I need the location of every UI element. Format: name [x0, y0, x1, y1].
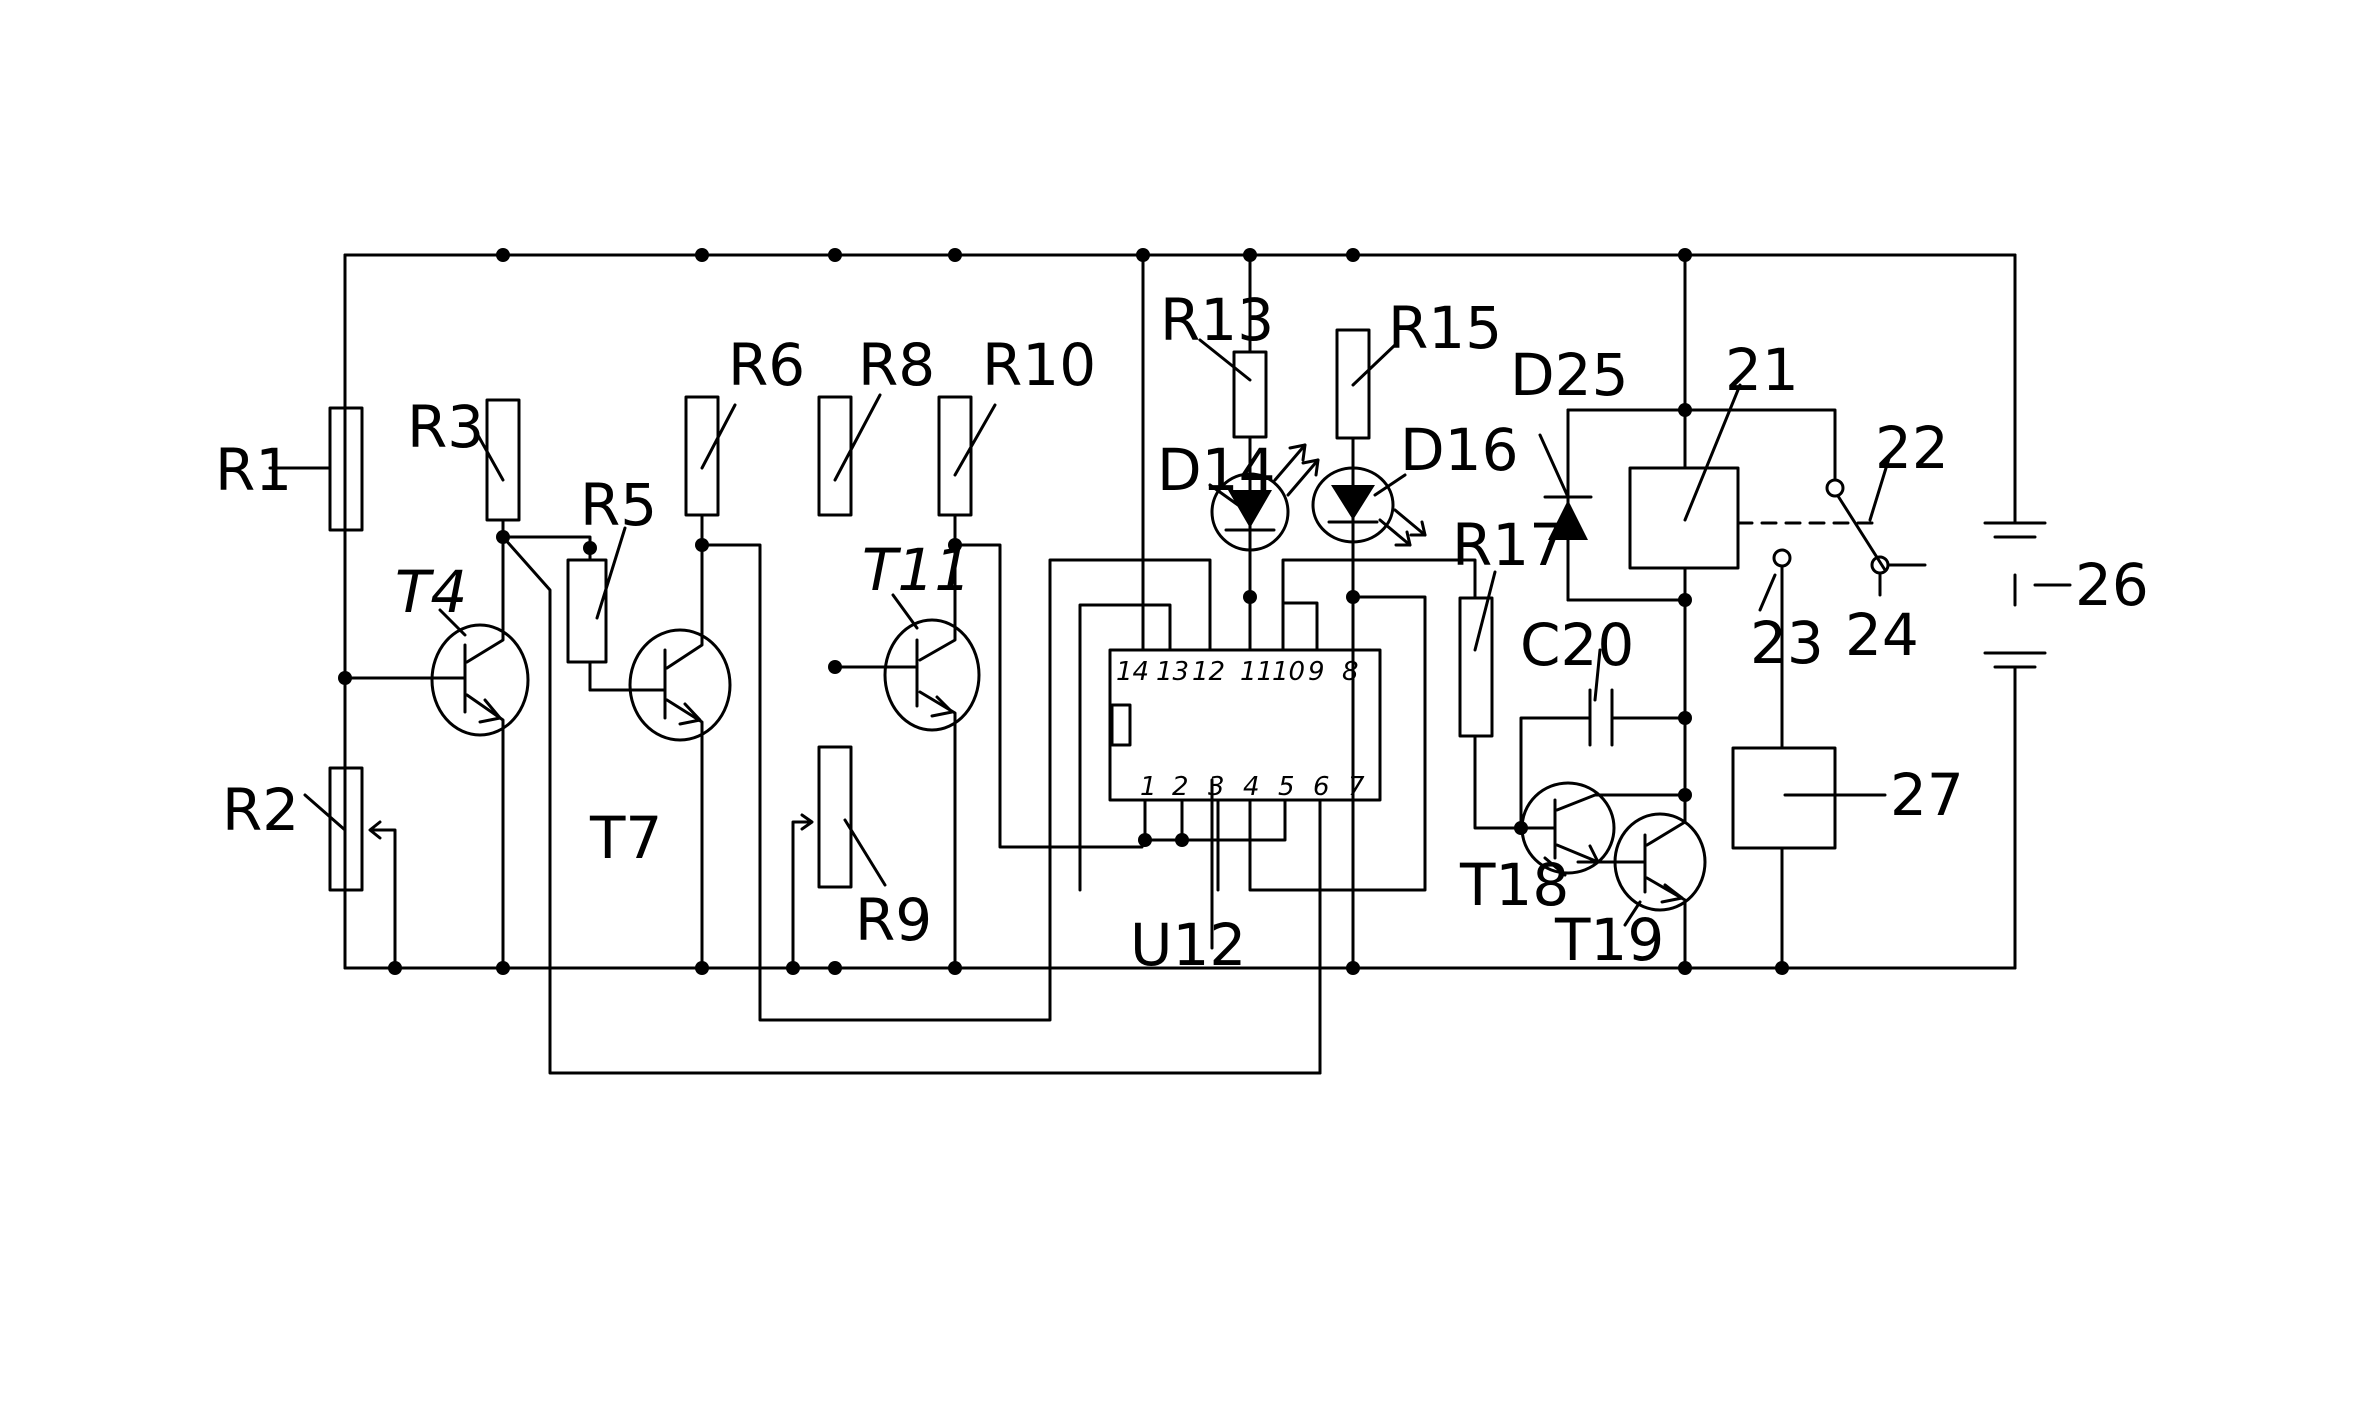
transistor-t18: T18 [1459, 781, 1687, 919]
switch-contacts: 22 24 23 [1750, 414, 1949, 750]
label-r15: R15 [1388, 294, 1502, 362]
ic-pin-7: 7 [1348, 772, 1365, 802]
signal-wiring [501, 253, 1477, 1075]
label-d25: D25 [1510, 341, 1628, 409]
load-27: 27 [1731, 746, 1964, 970]
potentiometer-r9: R9 [791, 745, 932, 970]
label-r6: R6 [728, 331, 805, 399]
ic-pin-3: 3 [1208, 772, 1225, 802]
label-t11: T11 [862, 536, 971, 604]
resistor-r5: R5 [501, 471, 657, 692]
transistor-t11: T11 [833, 513, 981, 970]
label-u12: U12 [1130, 911, 1246, 979]
ic-pin-11: 11 [1240, 657, 1273, 687]
label-d14: D14 [1157, 436, 1275, 504]
ic-pin-9: 9 [1308, 657, 1325, 687]
ic-pin-4: 4 [1243, 772, 1260, 802]
transistor-t7: T7 [588, 513, 732, 970]
potentiometer-r2: R2 [222, 766, 397, 970]
ic-pin-8: 8 [1342, 657, 1359, 687]
label-r1: R1 [215, 436, 292, 504]
ic-pin-12: 12 [1192, 657, 1225, 687]
label-24: 24 [1845, 601, 1919, 669]
label-c20: C20 [1520, 611, 1634, 679]
relay-coil-21: 21 [1628, 336, 1877, 570]
ic-pin-1: 1 [1140, 772, 1157, 802]
led-d14: D14 [1157, 436, 1320, 652]
label-d16: D16 [1400, 416, 1518, 484]
transistor-t4: T4 [343, 518, 530, 970]
resistor-r15: R15 [1335, 294, 1502, 472]
label-t18: T18 [1459, 851, 1569, 919]
ic-u12: 14 13 12 11 10 9 8 1 2 3 4 5 6 7 U12 [1108, 648, 1382, 979]
transistor-t19: T19 [1554, 793, 1707, 974]
ic-pin-2: 2 [1172, 772, 1189, 802]
label-r8: R8 [858, 331, 935, 399]
label-t19: T19 [1554, 906, 1664, 974]
label-27: 27 [1890, 761, 1964, 829]
resistor-r3: R3 [407, 393, 521, 522]
diode-d25: D25 [1510, 341, 1628, 540]
ic-pin-13: 13 [1156, 657, 1189, 687]
capacitor-c20: C20 [1519, 611, 1687, 830]
label-22: 22 [1875, 414, 1949, 482]
label-r17: R17 [1452, 511, 1566, 579]
label-t7: T7 [589, 804, 662, 872]
label-r3: R3 [407, 393, 484, 461]
ic-pin-10: 10 [1272, 657, 1305, 687]
label-23: 23 [1750, 609, 1824, 677]
resistor-r1: R1 [215, 406, 364, 532]
resistor-r10: R10 [937, 331, 1096, 517]
label-r2: R2 [222, 776, 299, 844]
label-r9: R9 [855, 886, 932, 954]
ic-pin-5: 5 [1278, 772, 1295, 802]
resistor-r17: R17 [1452, 511, 1566, 830]
label-26: 26 [2075, 551, 2149, 619]
resistor-r6: R6 [684, 331, 805, 517]
supply-rails [343, 253, 2017, 970]
label-r10: R10 [982, 331, 1096, 399]
label-r5: R5 [580, 471, 657, 539]
led-d16: D16 [1311, 416, 1518, 652]
label-t4: T4 [395, 558, 467, 626]
battery-26: 26 [1983, 521, 2149, 669]
label-21: 21 [1725, 336, 1799, 404]
resistor-r8: R8 [817, 331, 935, 517]
resistor-r13: R13 [1160, 253, 1274, 472]
label-r13: R13 [1160, 286, 1274, 354]
relay-section [1566, 253, 1837, 797]
ic-pin-14: 14 [1116, 657, 1149, 687]
ic-pin-6: 6 [1313, 772, 1330, 802]
